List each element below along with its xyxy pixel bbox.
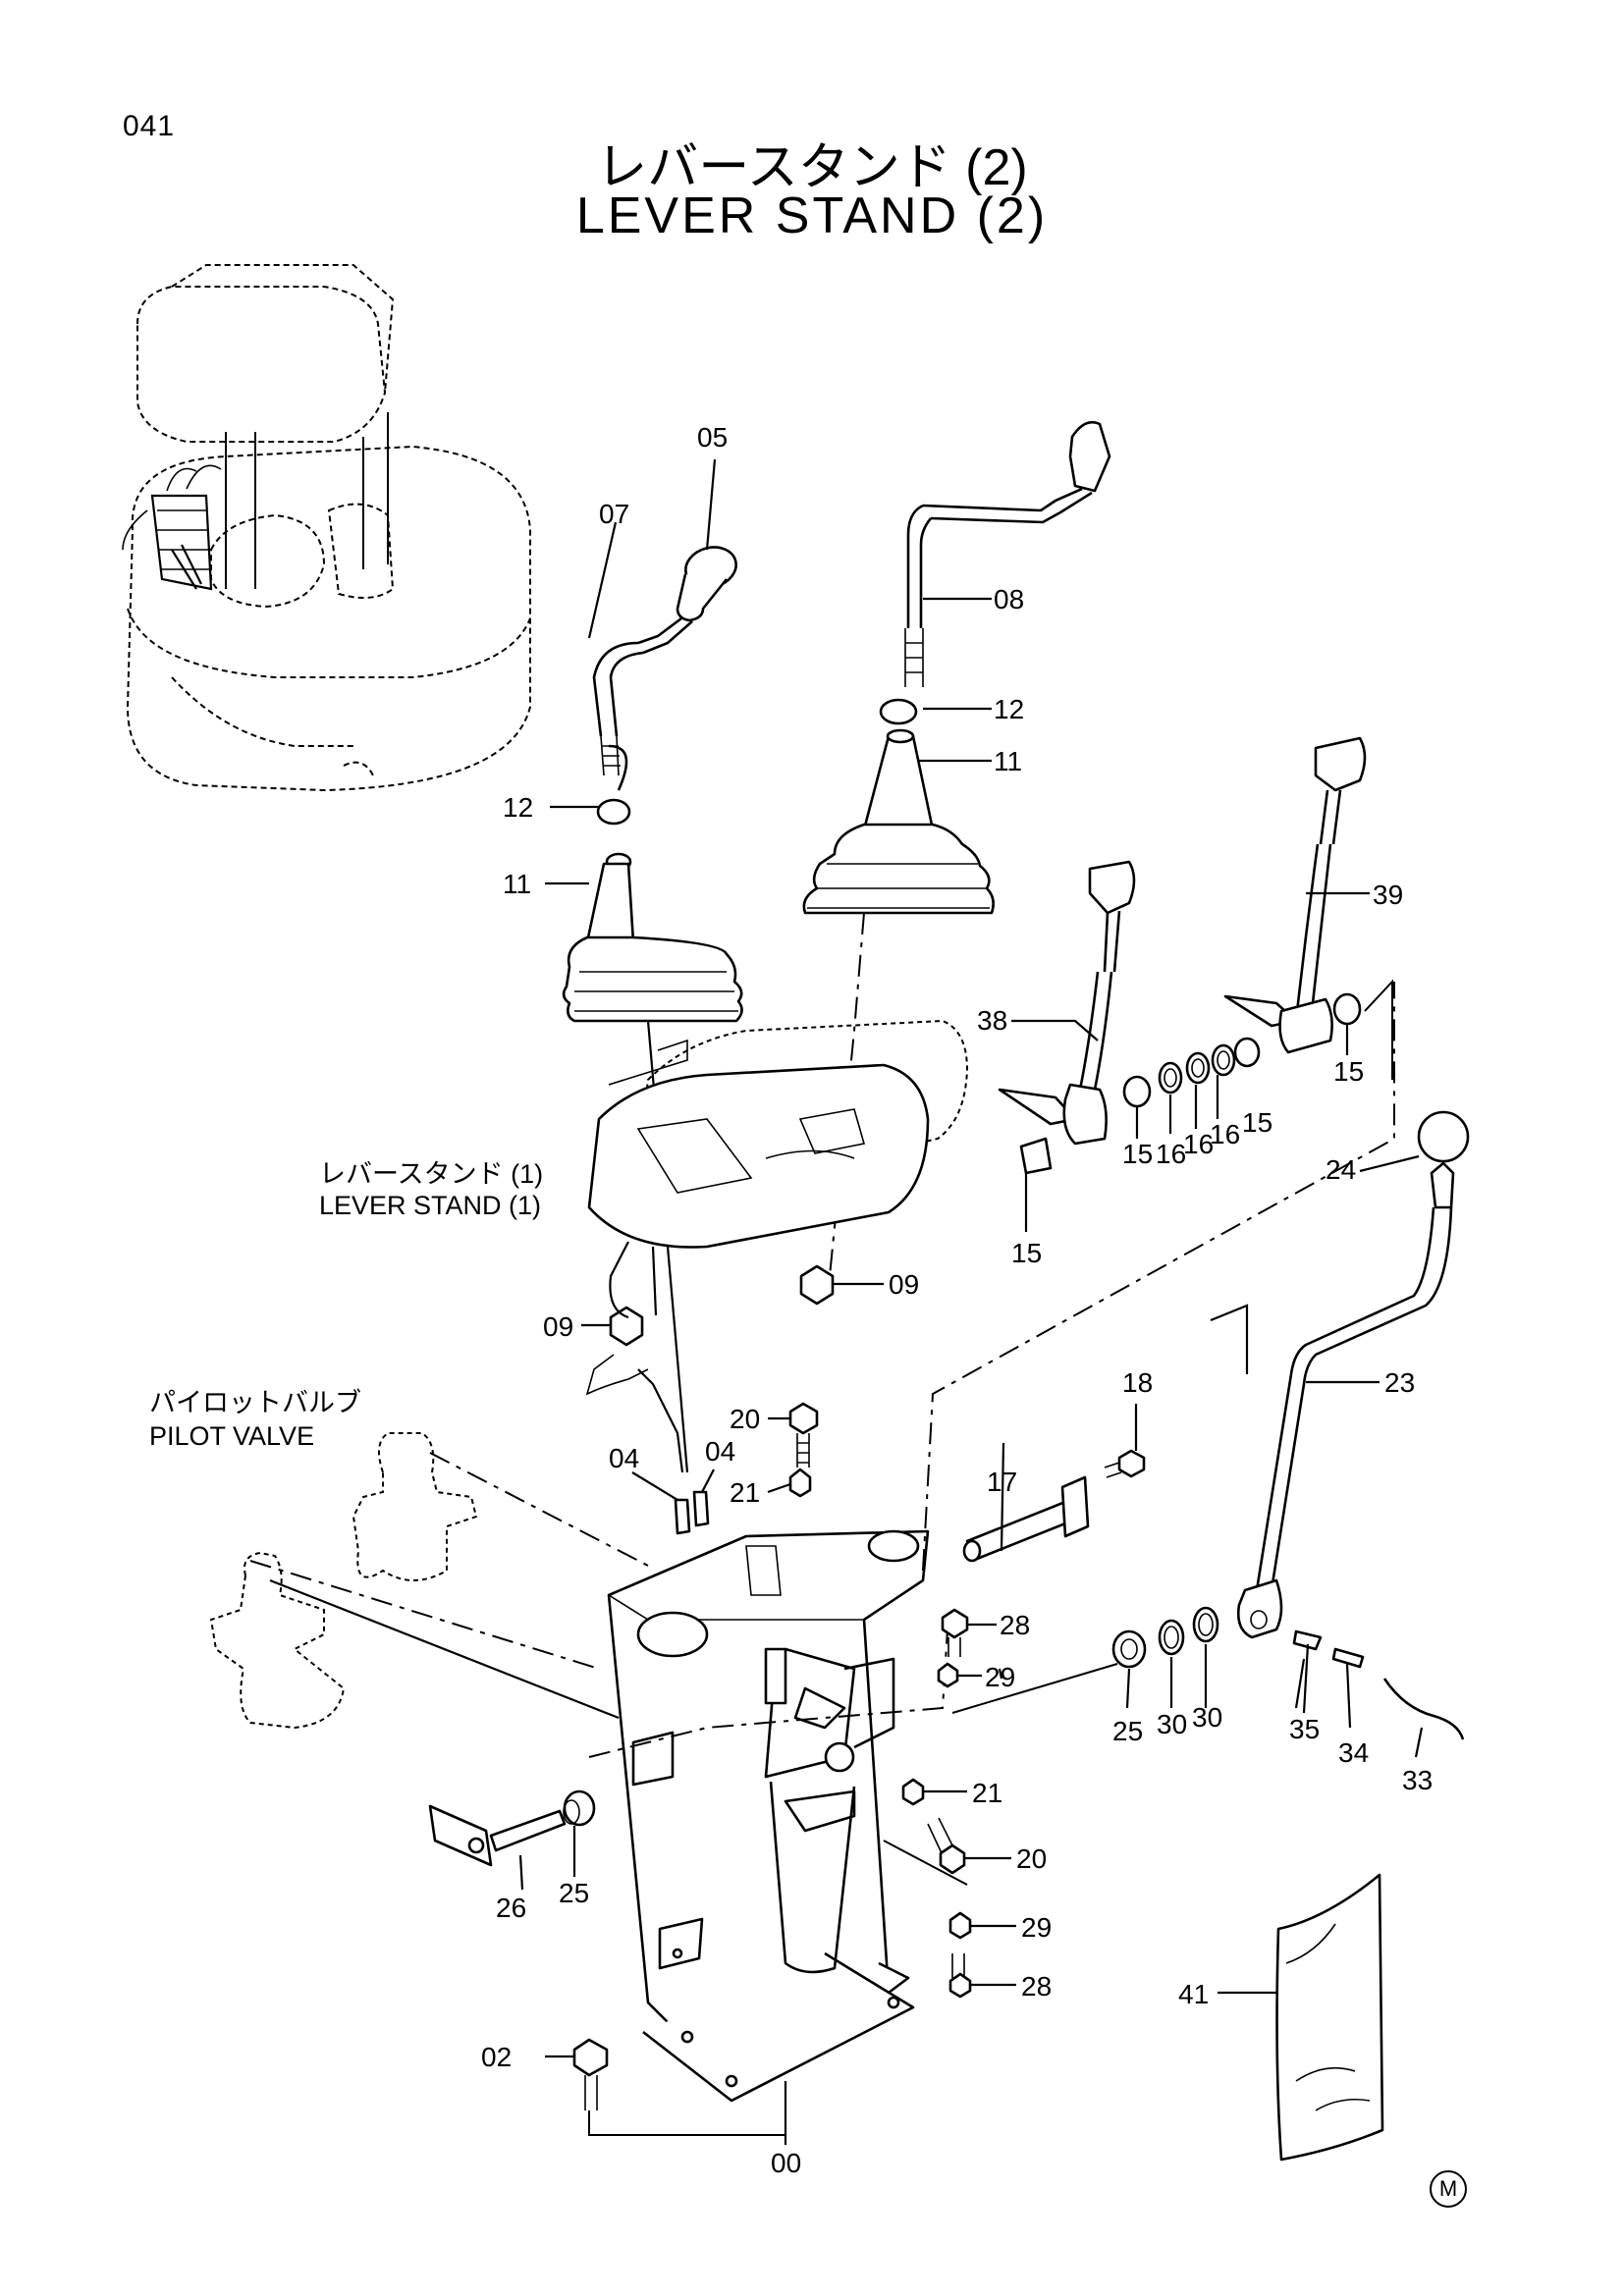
- title-japanese: レバースタンド (2): [596, 139, 1028, 196]
- bag-41: [1275, 1873, 1384, 2162]
- lever-stand-1-label-jp: レバースタンド (1): [319, 1159, 544, 1189]
- pilot-valve-label-en: PILOT VALVE: [149, 1421, 315, 1451]
- part-label-15-b: 15: [1242, 1107, 1273, 1138]
- part-label-12-right: 12: [994, 694, 1025, 724]
- title-english: LEVER STAND (2): [575, 187, 1049, 244]
- part-label-28-low: 28: [1021, 1971, 1053, 2002]
- fasteners: [572, 1402, 972, 2136]
- part-label-41: 41: [1178, 1979, 1210, 2009]
- part-label-05: 05: [697, 422, 729, 453]
- part-label-12-left: 12: [503, 792, 534, 823]
- part-label-20-top: 20: [730, 1404, 761, 1434]
- part-label-39: 39: [1373, 880, 1404, 910]
- lever-stand-1-plate: [587, 1019, 969, 1249]
- part-label-38: 38: [977, 1005, 1008, 1036]
- part-label-34: 34: [1338, 1737, 1370, 1768]
- part-label-11-left: 11: [503, 869, 532, 899]
- part-label-30-b: 30: [1192, 1702, 1223, 1733]
- part-label-07: 07: [599, 499, 630, 529]
- part-label-15-d: 15: [1011, 1238, 1043, 1268]
- part-label-16-b: 16: [1183, 1129, 1215, 1159]
- pilot-valves: [209, 1432, 649, 1730]
- part-label-28-mid: 28: [1000, 1610, 1031, 1640]
- part-label-20-low: 20: [1016, 1843, 1048, 1874]
- leader-lines: [518, 458, 1424, 2058]
- part-label-04-right: 04: [705, 1436, 736, 1467]
- part-label-04-left: 04: [609, 1443, 640, 1473]
- part-label-11-right: 11: [994, 746, 1023, 776]
- lever-08-assembly: [802, 420, 1111, 1277]
- page-number: 041: [123, 110, 176, 142]
- lever-07-assembly: [562, 546, 743, 1473]
- part-label-16-a: 16: [1210, 1119, 1241, 1149]
- lever-stand-1-label-en: LEVER STAND (1): [319, 1191, 542, 1220]
- part-label-30-a: 30: [1157, 1709, 1188, 1739]
- lever-23-assembly: [951, 1110, 1470, 1740]
- part-label-21-low: 21: [972, 1778, 1003, 1808]
- part-label-18: 18: [1122, 1367, 1154, 1398]
- part-label-15-c: 15: [1122, 1139, 1154, 1169]
- part-label-25-left: 25: [559, 1878, 590, 1908]
- part-label-08: 08: [994, 584, 1025, 614]
- m-mark: M: [1430, 2170, 1467, 2208]
- part-label-24: 24: [1326, 1154, 1357, 1185]
- part-label-16-c: 16: [1156, 1139, 1187, 1169]
- part-label-29-mid: 29: [985, 1662, 1016, 1692]
- part-label-25-right: 25: [1112, 1716, 1144, 1746]
- part-label-35: 35: [1289, 1714, 1321, 1744]
- nut-09: [585, 1241, 835, 1473]
- part-label-15-a: 15: [1333, 1056, 1365, 1087]
- part-label-09-right: 09: [889, 1269, 920, 1300]
- part-label-23: 23: [1384, 1367, 1416, 1398]
- pin-17-bolt-18: [962, 1449, 1146, 1563]
- pin-26-bush-25: [428, 1789, 596, 1867]
- part-label-21-top: 21: [730, 1477, 761, 1508]
- part-label-00: 00: [771, 2148, 802, 2178]
- lever-38-39-assembly: [998, 736, 1393, 1175]
- part-label-09-left: 09: [543, 1311, 574, 1342]
- part-label-29-low: 29: [1021, 1912, 1053, 1943]
- pilot-valve-label-jp: パイロットバルブ: [149, 1388, 361, 1417]
- machine-overview-illustration: [122, 264, 531, 792]
- lever-stand-body-00: [588, 982, 1395, 2145]
- part-label-26: 26: [496, 1893, 527, 1923]
- part-label-33: 33: [1402, 1765, 1434, 1795]
- part-label-17: 17: [987, 1467, 1018, 1497]
- part-label-02: 02: [481, 2042, 513, 2072]
